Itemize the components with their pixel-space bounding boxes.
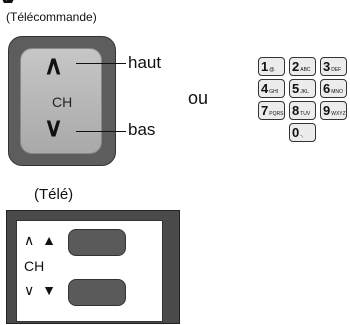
remote-ch-label: CH [52,94,73,110]
key-number: 8 [292,103,300,118]
key-number: 2 [292,59,300,74]
channel-up-icon[interactable]: ∧ [44,50,64,80]
remote-caption: (Télécommande) [6,10,97,24]
key-letters: GHI [269,89,279,95]
key-1[interactable]: 1@. [258,57,285,76]
tv-channel-up-button[interactable] [68,229,126,256]
key-letters: JKL [300,89,309,95]
cut-heading-fragment [0,0,40,3]
down-leader-line [76,131,126,132]
key-letters: WXYZ [331,111,346,117]
key-number: 3 [323,59,331,74]
key-letters: ABC [300,67,311,73]
key-number: 4 [261,81,269,96]
tv-up-symbols: ∧ ▲ [24,232,58,248]
key-number: 7 [261,103,269,118]
key-letters: -, [300,133,304,139]
key-number: 9 [323,103,331,118]
tv-caption: (Télé) [34,186,74,203]
key-number: 1 [261,59,269,74]
key-letters: @. [269,67,276,73]
key-0[interactable]: 0-, [289,123,316,142]
key-letters: MNO [331,89,343,95]
up-label: haut [128,53,162,72]
down-label: bas [128,120,156,139]
or-separator: ou [188,88,209,108]
key-letters: PQRS [269,111,284,117]
key-letters: DEF [331,67,342,73]
tv-ch-label: CH [24,258,45,274]
tv-down-symbols: ∨ ▼ [24,282,58,298]
key-letters: TUV [300,111,311,117]
channel-rocker[interactable] [20,48,102,154]
key-number: 0 [292,125,300,140]
key-number: 6 [323,81,331,96]
up-leader-line [76,63,126,64]
key-number: 5 [292,81,300,96]
tv-channel-down-button[interactable] [68,279,126,306]
channel-down-icon[interactable]: ∨ [44,112,64,142]
